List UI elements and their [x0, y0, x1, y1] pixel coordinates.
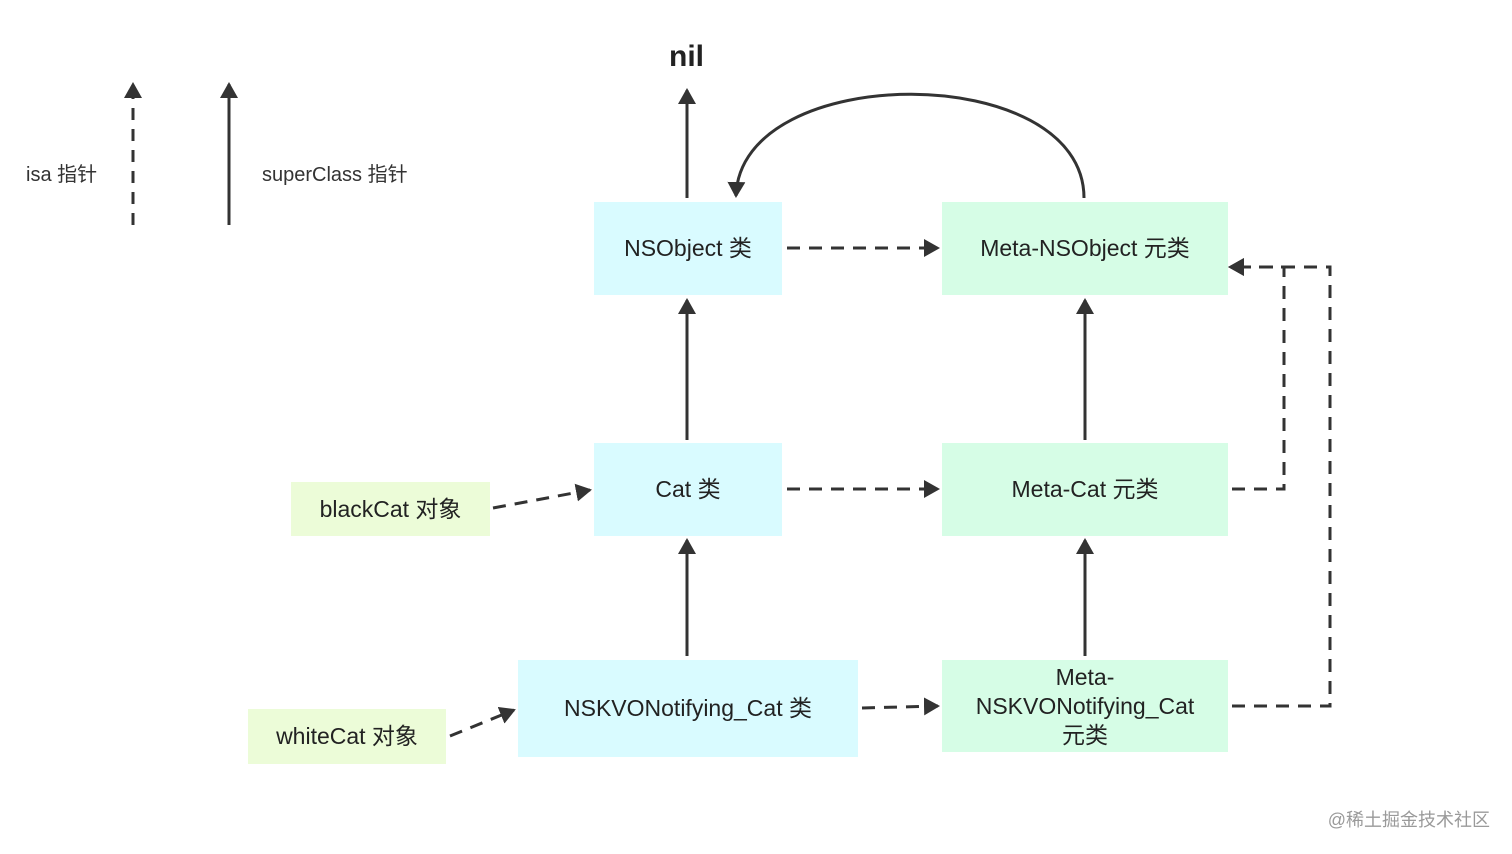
nsobject-class-node: NSObject 类 [594, 202, 782, 295]
meta-nsobject-node: Meta-NSObject 元类 [942, 202, 1228, 295]
legend-superclass-label: superClass 指针 [262, 164, 408, 186]
metakvo-isa-arrow [1228, 258, 1332, 708]
meta-kvo-label-line-1: Meta- [1055, 663, 1115, 690]
meta-kvo-node: Meta- NSKVONotifying_Cat 元类 [942, 660, 1228, 752]
whitecat-object-node: whiteCat 对象 [248, 709, 446, 764]
whitecat-isa-arrow [449, 706, 516, 738]
cat-class-node: Cat 类 [594, 443, 782, 536]
metansobject-to-nsobject-superclass-arc [727, 92, 1086, 199]
kvo-class-node: NSKVONotifying_Cat 类 [518, 660, 858, 757]
blackcat-object-node: blackCat 对象 [291, 482, 490, 536]
legend-isa-label: isa 指针 [26, 164, 98, 186]
meta-kvo-label-line-2: NSKVONotifying_Cat [975, 692, 1195, 719]
kvo-isa-arrow [861, 697, 940, 716]
watermark: @稀土掘金技术社区 [1327, 810, 1490, 830]
meta-cat-node: Meta-Cat 元类 [942, 443, 1228, 536]
nil-label: nil [669, 40, 704, 73]
metacat-isa-arrow [1228, 258, 1286, 491]
meta-kvo-label-line-3: 元类 [1062, 721, 1108, 748]
blackcat-isa-arrow [492, 483, 592, 510]
